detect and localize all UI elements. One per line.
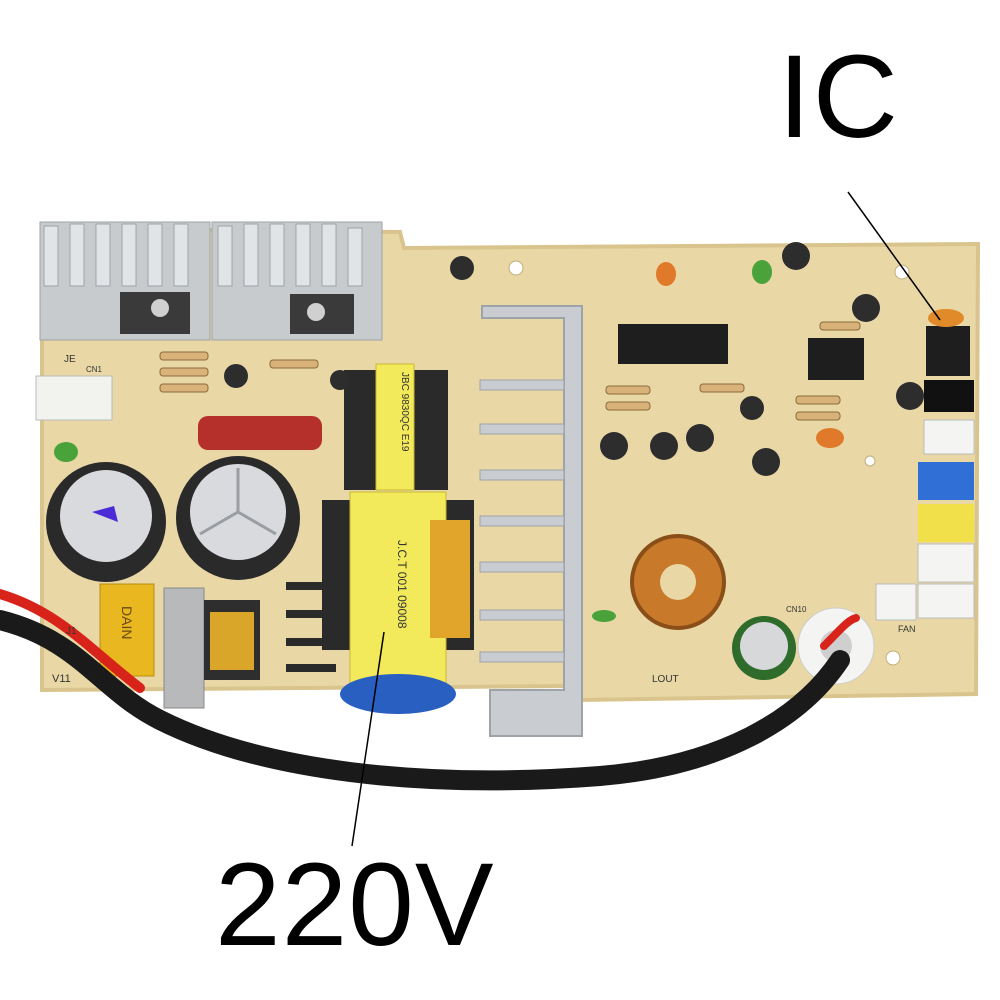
mounting-hole: [885, 650, 901, 666]
silkscreen-je: JE: [64, 354, 76, 365]
input-wire-black: [0, 610, 850, 791]
mounting-hole: [864, 455, 876, 467]
input-wire-red: [0, 589, 145, 693]
transformer-small: [344, 363, 448, 491]
voltage-leader-line: [351, 631, 385, 847]
heatsink-left: [39, 221, 211, 341]
toroid-inductor: [630, 534, 726, 630]
silkscreen-cn10: CN10: [786, 605, 807, 614]
heatsink-right: [211, 221, 383, 341]
capacitor-large-1: [46, 462, 166, 582]
silkscreen-j1: J1: [66, 626, 77, 637]
heatsink-middle: [479, 305, 583, 737]
power-resistor: [198, 416, 322, 450]
connector-cn1: [35, 375, 113, 421]
connectors-right: [875, 419, 975, 621]
output-wire-red: [820, 614, 860, 650]
ic-callout-label: IC: [778, 31, 900, 163]
header-black: [924, 380, 974, 412]
transformer-small-label: JBC 9830QC E19: [399, 372, 410, 452]
mounting-hole: [894, 264, 910, 280]
silkscreen-version: V11: [52, 673, 71, 685]
voltage-callout-label: 220V: [215, 839, 495, 971]
capacitor-brand-label: DAIN: [119, 606, 135, 639]
capacitor-output: [732, 616, 796, 680]
silkscreen-cn1: CN1: [86, 365, 103, 374]
capacitor-large-2: [176, 456, 300, 580]
silkscreen-lout: LOUT: [652, 674, 679, 685]
ic-leader-line: [847, 191, 941, 321]
ic-chip-medium: [808, 338, 864, 380]
common-mode-choke: [163, 587, 260, 709]
resistors: [159, 321, 861, 421]
small-capacitors: [224, 242, 924, 476]
diode-bridge: [286, 582, 336, 672]
transformer-main: [322, 491, 474, 714]
silkscreen-fan: FAN: [898, 624, 916, 634]
ic-chip-large: [618, 324, 728, 364]
pcb-board: [40, 225, 981, 703]
transformer-main-label: J.C.T 001 09008: [395, 540, 409, 629]
ceramic-capacitors: [54, 260, 844, 622]
mounting-hole: [508, 260, 524, 276]
ic-chip-target: [926, 309, 970, 376]
